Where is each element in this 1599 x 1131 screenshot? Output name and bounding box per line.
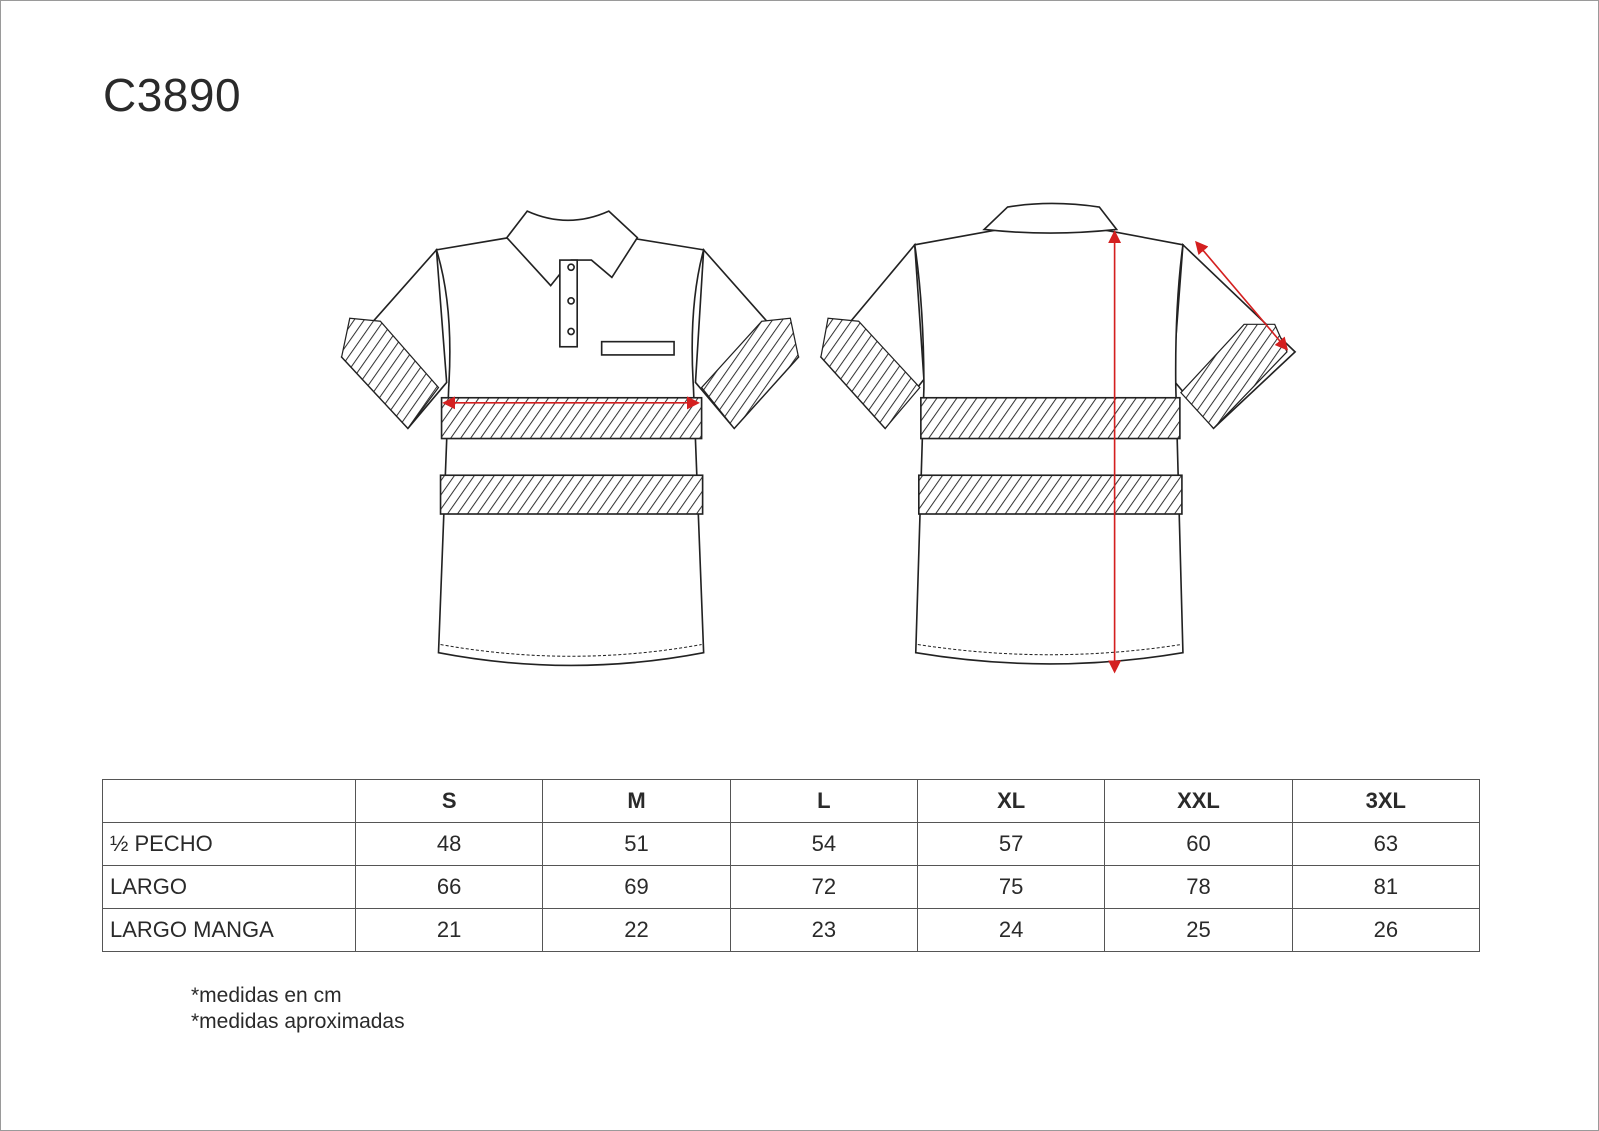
table-cell: 66 xyxy=(354,865,544,909)
table-cell: 23 xyxy=(729,908,918,952)
polo-back-view xyxy=(819,202,1297,665)
table-header-row: S M L XL XXL 3XL xyxy=(102,779,1481,823)
table-row: LARGO 66 69 72 75 78 81 xyxy=(102,865,1481,909)
header-cell xyxy=(102,779,356,823)
back-band-2 xyxy=(917,474,1183,515)
product-code-title: C3890 xyxy=(103,69,242,121)
note-approximate: *medidas aproximadas xyxy=(191,1010,405,1033)
table-cell: 21 xyxy=(354,908,544,952)
size-chart-table: S M L XL XXL 3XL ½ PECHO 48 51 54 57 60 … xyxy=(102,779,1481,952)
table-cell: 69 xyxy=(542,865,731,909)
row-label: LARGO MANGA xyxy=(102,908,356,952)
table-row: ½ PECHO 48 51 54 57 60 63 xyxy=(102,822,1481,866)
note-units: *medidas en cm xyxy=(191,984,342,1007)
measurement-notes: *medidas en cm *medidas aproximadas xyxy=(191,983,405,1035)
table-cell: 57 xyxy=(916,822,1106,866)
back-body xyxy=(913,228,1184,665)
header-size-3xl: 3XL xyxy=(1291,779,1481,823)
header-size-xl: XL xyxy=(916,779,1106,823)
back-collar xyxy=(982,202,1119,234)
table-cell: 60 xyxy=(1104,822,1293,866)
front-band-2 xyxy=(439,474,704,515)
table-cell: 72 xyxy=(729,865,918,909)
table-cell: 81 xyxy=(1291,865,1481,909)
header-size-m: M xyxy=(542,779,731,823)
polo-front-view xyxy=(340,210,800,667)
header-size-xxl: XXL xyxy=(1104,779,1293,823)
front-band-1 xyxy=(440,396,703,440)
header-size-s: S xyxy=(354,779,544,823)
row-label: LARGO xyxy=(102,865,356,909)
table-cell: 78 xyxy=(1104,865,1293,909)
table-cell: 54 xyxy=(729,822,918,866)
table-cell: 63 xyxy=(1291,822,1481,866)
table-cell: 48 xyxy=(354,822,544,866)
front-pocket xyxy=(600,340,675,356)
table-cell: 22 xyxy=(542,908,731,952)
header-size-l: L xyxy=(729,779,918,823)
table-cell: 51 xyxy=(542,822,731,866)
table-cell: 24 xyxy=(916,908,1106,952)
table-row: LARGO MANGA 21 22 23 24 25 26 xyxy=(102,908,1481,952)
back-band-1 xyxy=(920,396,1181,440)
table-cell: 75 xyxy=(916,865,1106,909)
table-cell: 26 xyxy=(1291,908,1481,952)
sleeve-measure-arrow xyxy=(1195,240,1289,351)
table-cell: 25 xyxy=(1104,908,1293,952)
row-label: ½ PECHO xyxy=(102,822,356,866)
